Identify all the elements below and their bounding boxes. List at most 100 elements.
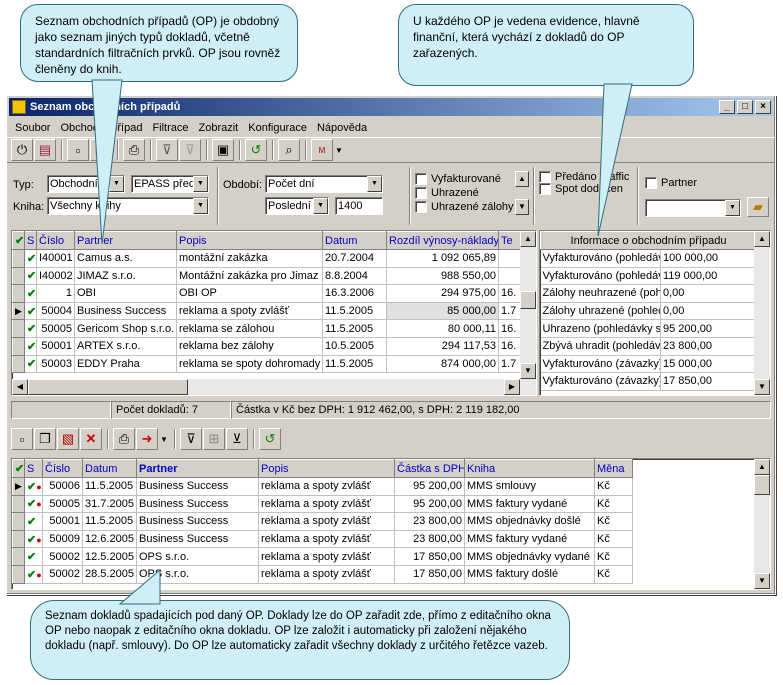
power-icon[interactable]: ⏻: [11, 139, 33, 161]
scroll-right-icon[interactable]: ▶: [504, 379, 520, 395]
checkbox[interactable]: [539, 183, 551, 195]
mode-icon[interactable]: M: [311, 139, 333, 161]
checkbox[interactable]: [645, 177, 657, 189]
menu-filtrace[interactable]: Filtrace: [152, 121, 189, 134]
close-button[interactable]: ×: [755, 100, 771, 114]
filter-table-icon[interactable]: ⊞: [203, 428, 225, 450]
scroll-down-icon[interactable]: ▼: [754, 573, 770, 589]
op-col-cislo[interactable]: Číslo: [36, 231, 75, 250]
row-indicator[interactable]: [12, 284, 25, 303]
table-row[interactable]: ✔ 50001 ARTEX s.r.o. reklama bez zálohy …: [12, 336, 523, 356]
export-icon[interactable]: ➜: [136, 428, 158, 450]
row-indicator-current[interactable]: ▶: [12, 301, 25, 321]
menu-zobrazit[interactable]: Zobrazit: [198, 121, 239, 134]
export-dropdown-icon[interactable]: ▼: [160, 434, 168, 444]
op-col-rozdil[interactable]: Rozdíl výnosy-náklady: [386, 231, 499, 250]
filter-icon[interactable]: ⊽: [180, 428, 202, 450]
table-row[interactable]: ✔● 50009 12.6.2005 Business Success rekl…: [12, 529, 633, 549]
delete-icon[interactable]: ✕: [80, 428, 102, 450]
doc-col-partner[interactable]: Partner: [136, 459, 259, 478]
table-row[interactable]: ✔ 50001 11.5.2005 Business Success rekla…: [12, 512, 633, 531]
doc-col-castka[interactable]: Částka s DPH: [394, 459, 465, 478]
folder-open-icon[interactable]: ▰: [747, 197, 769, 217]
table-row[interactable]: ✔ I40001 Camus a.s. montážní zakázka 20.…: [12, 249, 523, 268]
checkbox[interactable]: [415, 173, 427, 185]
checkbox[interactable]: [539, 171, 551, 183]
scroll-thumb[interactable]: [28, 379, 188, 395]
row-indicator[interactable]: [12, 494, 25, 514]
op-col-popis[interactable]: Popis: [176, 231, 323, 250]
op-col-te[interactable]: Te: [498, 231, 523, 250]
check-uhrazene[interactable]: Uhrazené: [415, 187, 479, 199]
table-row-selected[interactable]: ▶ ✔● 50006 11.5.2005 Business Success re…: [12, 477, 633, 496]
row-indicator-current[interactable]: ▶: [12, 477, 25, 496]
table-row[interactable]: ✔ 1 OBI OBI OP 16.3.2006 294 975,00 16.: [12, 284, 523, 303]
maximize-button[interactable]: □: [737, 100, 753, 114]
table-row[interactable]: ✔● 50005 31.7.2005 Business Success rekl…: [12, 494, 633, 514]
op-col-check[interactable]: ✔: [12, 231, 25, 250]
op-col-s[interactable]: S: [24, 231, 37, 250]
row-indicator[interactable]: [12, 512, 25, 531]
check-spot-doducen[interactable]: Spot dodučen: [539, 183, 623, 195]
filter-icon[interactable]: ⊽: [156, 139, 178, 161]
table-row-selected[interactable]: ▶ ✔ 50004 Business Success reklama a spo…: [12, 301, 523, 321]
typ-select[interactable]: Obchodní p ▼: [47, 175, 125, 193]
check-partner[interactable]: Partner: [645, 177, 697, 189]
scroll-thumb[interactable]: [754, 475, 770, 495]
scroll-thumb[interactable]: [520, 291, 536, 309]
op-vertical-scrollbar[interactable]: ▲ ▼: [520, 231, 536, 379]
table-row[interactable]: ✔ 50002 12.5.2005 OPS s.r.o. reklama a s…: [12, 547, 633, 566]
days-input[interactable]: 1400: [335, 197, 383, 215]
check-vyfakturovane[interactable]: Vyfakturované: [415, 173, 501, 185]
row-indicator[interactable]: [12, 564, 25, 584]
row-indicator[interactable]: [12, 319, 25, 338]
kniha-select[interactable]: Všechny knihy ▼: [47, 197, 209, 215]
doc-col-mena[interactable]: Měna: [594, 459, 633, 478]
posledni-select[interactable]: Poslední ▼: [265, 197, 329, 215]
check-uhrazene-zalohy[interactable]: Uhrazené zálohy: [415, 201, 514, 213]
doc-col-cislo[interactable]: Číslo: [42, 459, 83, 478]
menu-konfigurace[interactable]: Konfigurace: [248, 121, 307, 134]
filter-off-icon[interactable]: ⊻: [226, 428, 248, 450]
filter-off-icon[interactable]: ⊽: [179, 139, 201, 161]
checkbox[interactable]: [415, 187, 427, 199]
row-indicator[interactable]: [12, 529, 25, 549]
documents-vertical-scrollbar[interactable]: ▲ ▼: [754, 459, 770, 589]
row-indicator[interactable]: [12, 336, 25, 356]
table-row[interactable]: ✔● 50002 28.5.2005 OPS s.r.o. reklama a …: [12, 564, 633, 584]
scroll-down-icon[interactable]: ▼: [754, 379, 770, 395]
doc-col-check[interactable]: ✔: [12, 459, 25, 478]
row-indicator[interactable]: [12, 547, 25, 566]
doc-col-kniha[interactable]: Kniha: [464, 459, 595, 478]
scroll-up-icon[interactable]: ▲: [754, 459, 770, 475]
checkbox[interactable]: [415, 201, 427, 213]
menu-napoveda[interactable]: Nápověda: [316, 121, 368, 134]
binoculars-icon[interactable]: ⌕: [278, 139, 300, 161]
table-row[interactable]: ✔ 50003 EDDY Praha reklama se spoty dohr…: [12, 354, 523, 374]
books-icon[interactable]: ▤: [34, 139, 56, 161]
scroll-up-icon[interactable]: ▲: [754, 231, 770, 247]
menu-soubor[interactable]: Soubor: [15, 121, 51, 134]
obdobi-select[interactable]: Počet dní ▼: [265, 175, 383, 193]
op-col-partner[interactable]: Partner: [74, 231, 177, 250]
info-vertical-scrollbar[interactable]: ▲ ▼: [754, 231, 770, 395]
typ2-select[interactable]: EPASS před ▼: [131, 175, 209, 193]
calendar-icon[interactable]: ▣: [212, 139, 234, 161]
print-icon[interactable]: ⎙: [113, 428, 135, 450]
check-predano-traffic[interactable]: Předáno Traffic: [539, 171, 629, 183]
refresh-icon[interactable]: ↺: [245, 139, 267, 161]
row-indicator[interactable]: [12, 354, 25, 374]
table-row[interactable]: ✔ 50005 Gericom Shop s.r.o. reklama se z…: [12, 319, 523, 338]
add-documents-icon[interactable]: ❐: [34, 428, 56, 450]
op-horizontal-scrollbar[interactable]: ◀ ▶: [12, 379, 536, 395]
minimize-button[interactable]: _: [719, 100, 735, 114]
scroll-down-icon[interactable]: ▼: [520, 363, 536, 379]
new-document-icon[interactable]: ▫: [67, 139, 89, 161]
row-indicator[interactable]: [12, 266, 25, 286]
copy-document-icon[interactable]: ❐: [90, 139, 112, 161]
remove-document-icon[interactable]: ▧: [57, 428, 79, 450]
doc-col-popis[interactable]: Popis: [258, 459, 395, 478]
op-col-datum[interactable]: Datum: [322, 231, 387, 250]
scroll-left-icon[interactable]: ◀: [12, 379, 28, 395]
row-indicator[interactable]: [12, 249, 25, 268]
